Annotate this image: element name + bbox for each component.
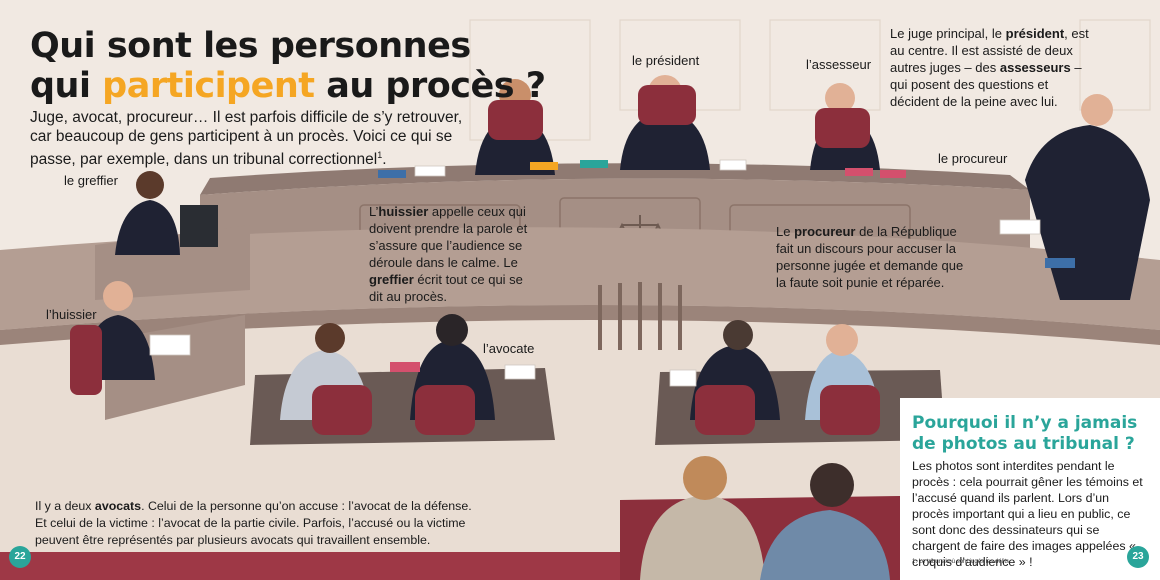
title-highlight: participent bbox=[102, 66, 315, 106]
title-line-1: Qui sont les personnes bbox=[30, 26, 471, 66]
intro-end: . bbox=[382, 151, 387, 169]
huissier-chair bbox=[70, 325, 102, 395]
procureur-text-0: Le bbox=[776, 224, 795, 239]
label-huissier: l’huissier bbox=[46, 307, 97, 322]
footnote: 1. Le tribunal où sont jugés les délits. bbox=[912, 559, 1011, 565]
procureur-paragraph: Le procureur de la République fait un di… bbox=[776, 223, 976, 291]
gate-rails bbox=[598, 282, 682, 350]
huissier-head bbox=[103, 281, 133, 311]
huissier-text-2: écrit tout ce qui se dit au procès. bbox=[369, 272, 523, 304]
huissier-body bbox=[85, 315, 155, 380]
label-procureur: le procureur bbox=[938, 151, 1008, 166]
procureur-text-1: de la République fait un discours pour a… bbox=[776, 224, 964, 290]
barrier-shadow bbox=[0, 305, 1160, 345]
assesseurs-bold: assesseurs bbox=[999, 60, 1071, 75]
label-avocate: l’avocate bbox=[483, 341, 535, 356]
sidebar-body: Les photos sont interdites pendant le pr… bbox=[912, 459, 1143, 569]
huissier-bold: huissier bbox=[378, 204, 429, 219]
president-text-1: Le juge principal, le bbox=[890, 26, 1006, 41]
greffier-monitor bbox=[180, 205, 218, 247]
procureur-head bbox=[1081, 94, 1113, 126]
label-greffier: le greffier bbox=[64, 173, 118, 188]
huissier-text-1: appelle ceux qui doivent prendre la paro… bbox=[369, 204, 528, 270]
title-line-2-end: au procès ? bbox=[314, 66, 546, 106]
barrier-curve bbox=[0, 227, 1160, 330]
greffier-body bbox=[115, 200, 180, 255]
greffier-head bbox=[136, 171, 164, 199]
label-president: le président bbox=[632, 53, 700, 68]
avocats-text-1: . Celui de la personne qu’on accuse : l’… bbox=[35, 499, 472, 547]
president-bold: président bbox=[1005, 26, 1065, 41]
huissier-paragraph: L’huissier appelle ceux qui doivent pren… bbox=[369, 203, 539, 305]
procureur-bold: procureur bbox=[794, 224, 856, 239]
judge-chairs bbox=[488, 85, 870, 148]
avocats-paragraph: Il y a deux avocats. Celui de la personn… bbox=[35, 498, 475, 549]
intro-paragraph: Juge, avocat, procureur… Il est parfois … bbox=[30, 108, 470, 169]
title-line-2: qui participent au procès ? bbox=[30, 66, 546, 106]
avocats-text-0: Il y a deux bbox=[35, 499, 95, 513]
page-number-left: 22 bbox=[9, 546, 31, 568]
papers bbox=[149, 159, 1041, 387]
intro-text: Juge, avocat, procureur… Il est parfois … bbox=[30, 109, 463, 169]
president-text-3: – qui posent des questions et décident d… bbox=[890, 60, 1082, 109]
spectator-right-head bbox=[810, 463, 854, 507]
label-assesseur: l’assesseur bbox=[806, 57, 872, 72]
president-paragraph: Le juge principal, le président, est au … bbox=[890, 25, 1100, 110]
procureur-robe bbox=[1025, 125, 1150, 300]
avocats-bold: avocats bbox=[94, 499, 142, 513]
spectator-left-head bbox=[683, 456, 727, 500]
spectator-left bbox=[640, 495, 765, 580]
page-number-right: 23 bbox=[1127, 546, 1149, 568]
president-text-2: , est au centre. Il est assisté de deux … bbox=[890, 26, 1089, 75]
greffier-bold: greffier bbox=[369, 272, 414, 287]
judges-bench-top bbox=[200, 163, 1030, 195]
red-chairs bbox=[312, 385, 880, 435]
books bbox=[378, 160, 1075, 372]
sidebar-box bbox=[900, 398, 1160, 580]
page-title: Qui sont les personnes qui participent a… bbox=[30, 26, 546, 106]
huissier-text-0: L’ bbox=[369, 204, 379, 219]
footnote-ref: 1 bbox=[377, 150, 383, 160]
sidebar-title: Pourquoi il n’y a jamais de photos au tr… bbox=[912, 413, 1138, 454]
title-line-2-start: qui bbox=[30, 66, 103, 106]
public-bench-left bbox=[0, 552, 660, 580]
spectator-right bbox=[760, 510, 890, 580]
